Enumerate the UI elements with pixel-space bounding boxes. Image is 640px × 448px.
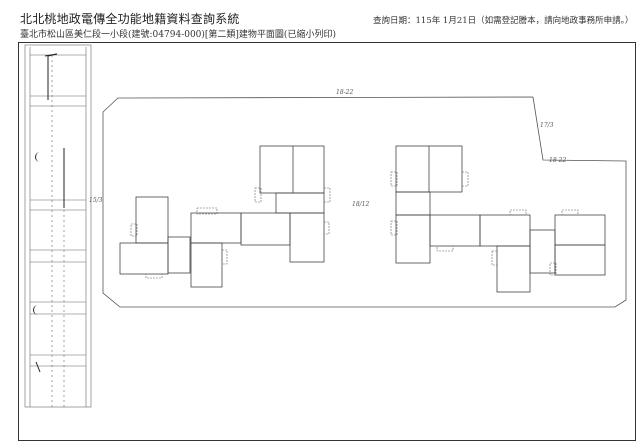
lot-boundary [102, 96, 627, 308]
query-date: 查詢日期：115年 1月21日（如需登記謄本，請向地政事務所申請。） [373, 16, 634, 26]
lot-label-right-corner: 18-22 [549, 157, 566, 164]
drawing-frame [18, 42, 636, 441]
punch-hole-mark [35, 152, 40, 162]
building-outlines [119, 145, 606, 293]
lot-label-right: 17/3 [540, 122, 554, 129]
balcony-outlines [130, 171, 579, 279]
title-strip [24, 44, 92, 408]
lot-label-left: 15/3 [89, 197, 103, 204]
punch-hole-mark [33, 305, 38, 315]
lot-label-top: 18-22 [336, 89, 353, 96]
document-subtitle: 臺北市松山區美仁段一小段(建號:04794-000)[第二類]建物平面圖(已縮小… [20, 30, 336, 40]
system-title: 北北桃地政電傳全功能地籍資料查詢系統 [20, 12, 240, 26]
lot-label-center: 18/12 [352, 201, 369, 208]
